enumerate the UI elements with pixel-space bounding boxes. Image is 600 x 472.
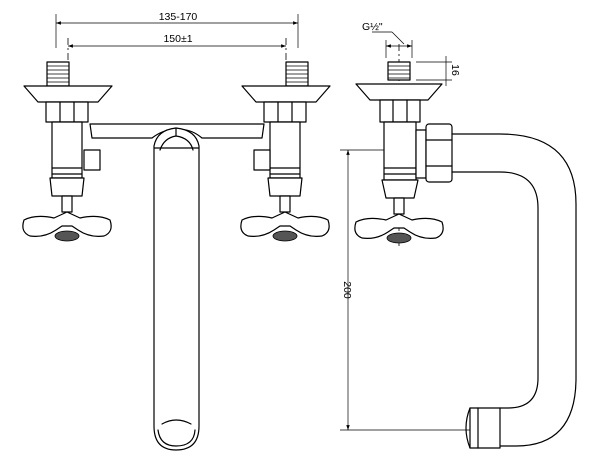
- spout: [153, 127, 200, 451]
- overall-width-label: 135-170: [159, 11, 198, 23]
- left-cross-handle[interactable]: [22, 211, 112, 237]
- spout-height-label: 200: [341, 281, 353, 299]
- dimension-center-distance: 150±1: [68, 33, 286, 48]
- thread-size-label: G½": [362, 21, 383, 33]
- side-view: G½" 16: [340, 21, 577, 449]
- dimension-overall-width: 135-170: [55, 11, 299, 48]
- side-wall-flange: [355, 83, 443, 101]
- center-distance-label: 150±1: [163, 33, 192, 45]
- dimension-spout-height: 200: [340, 149, 470, 431]
- right-hex-nut: [263, 101, 307, 123]
- right-wall-flange: [241, 85, 331, 103]
- left-handle-cap: [54, 230, 80, 242]
- dimension-thread-size: G½": [362, 21, 413, 58]
- right-cross-handle[interactable]: [240, 211, 330, 237]
- front-view: 135-170 150±1: [22, 11, 331, 451]
- thread-length-label: 16: [449, 64, 461, 76]
- dimension-thread-length: 16: [416, 56, 461, 86]
- left-valve: [22, 61, 113, 242]
- side-spout: [415, 123, 577, 449]
- side-handle-cap: [386, 232, 412, 244]
- right-handle-cap: [272, 230, 298, 242]
- spout-union-nut: [425, 123, 453, 183]
- left-wall-flange: [23, 85, 113, 103]
- side-valve: [354, 61, 444, 244]
- spout-outlet: [469, 407, 501, 449]
- right-valve: [240, 61, 331, 242]
- left-hex-nut: [45, 101, 89, 123]
- side-cross-handle[interactable]: [354, 213, 444, 239]
